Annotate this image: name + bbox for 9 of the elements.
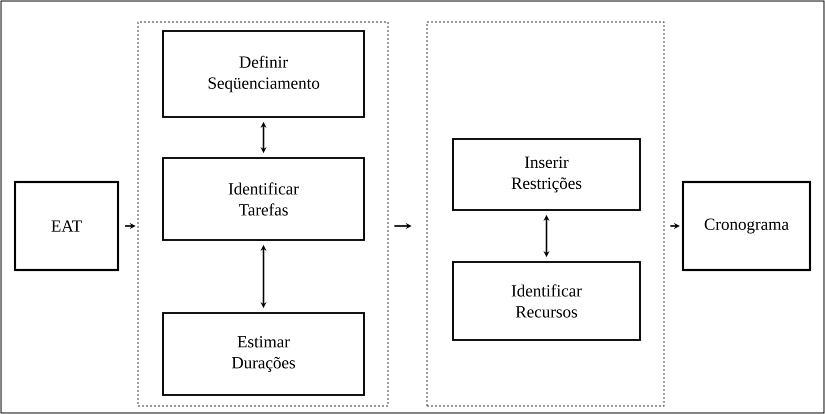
process-box: Identificar Recursos [452,261,641,341]
process-box: Definir Seqüenciamento [162,30,365,118]
group-box [138,22,388,406]
process-box: EAT [14,180,120,272]
process-box: Estimar Durações [162,312,365,396]
process-box: Cronograma [682,180,812,272]
process-box: Inserir Restrições [452,138,641,211]
process-box: Identificar Tarefas [162,157,365,241]
group-box [426,22,664,406]
